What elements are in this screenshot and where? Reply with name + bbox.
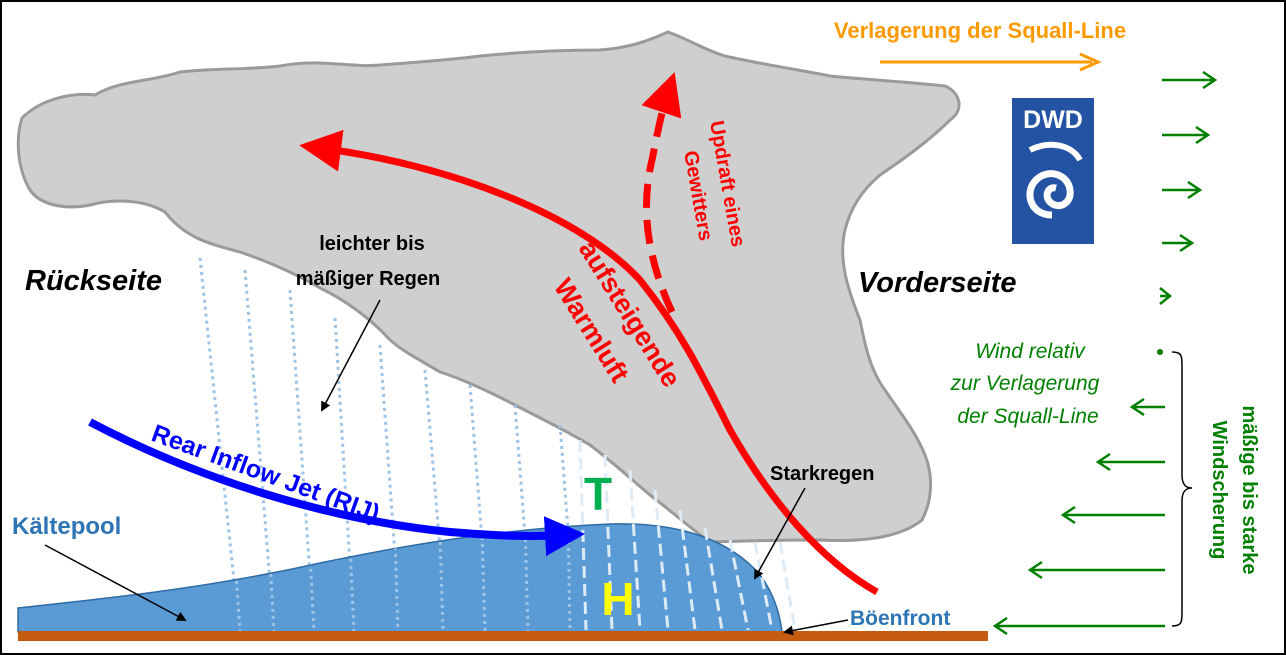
logo-text: DWD [1023,106,1083,134]
wind-label-line3: der Squall-Line [957,405,1098,428]
gust-front-label: Böenfront [850,607,950,630]
shear-label-line1: mäßige bis starke [1238,406,1260,575]
light-rain-streaks [198,257,570,591]
updraft-arrow [641,72,682,314]
shear-brace [1171,351,1193,627]
low-letter: T [584,468,612,520]
movement-label: Verlagerung der Squall-Line [834,18,1126,43]
rear-side-label: Rückseite [25,265,162,297]
high-letter: H [601,573,634,625]
wind-label-line2: zur Verlagerung [950,372,1100,395]
wind-label-line1: Wind relativ [975,340,1086,363]
front-side-label: Vorderseite [858,267,1017,299]
gust-front-pointer [783,619,849,636]
shear-label-line2: Windscherung [1208,421,1230,560]
light-rain-label-line1: leichter bis [319,233,425,255]
ground [18,631,988,641]
cold-pool-label: Kältepool [12,513,121,540]
rear-inflow-jet-arrow [88,418,585,557]
wind-arrows-upper [1159,70,1218,305]
warm-air-arrow [299,129,879,596]
light-rain-label-line2: mäßiger Regen [296,268,440,290]
cold-pool-pointer [44,544,187,621]
rij-label: Rear Inflow Jet (RIJ) [148,419,383,528]
dwd-logo [1012,98,1094,244]
wind-arrows-lower [992,397,1165,636]
light-rain-pointer [321,299,381,412]
wind-dot [1157,349,1163,355]
heavy-rain-pointer [754,487,806,580]
heavy-rain-label: Starkregen [770,463,875,485]
